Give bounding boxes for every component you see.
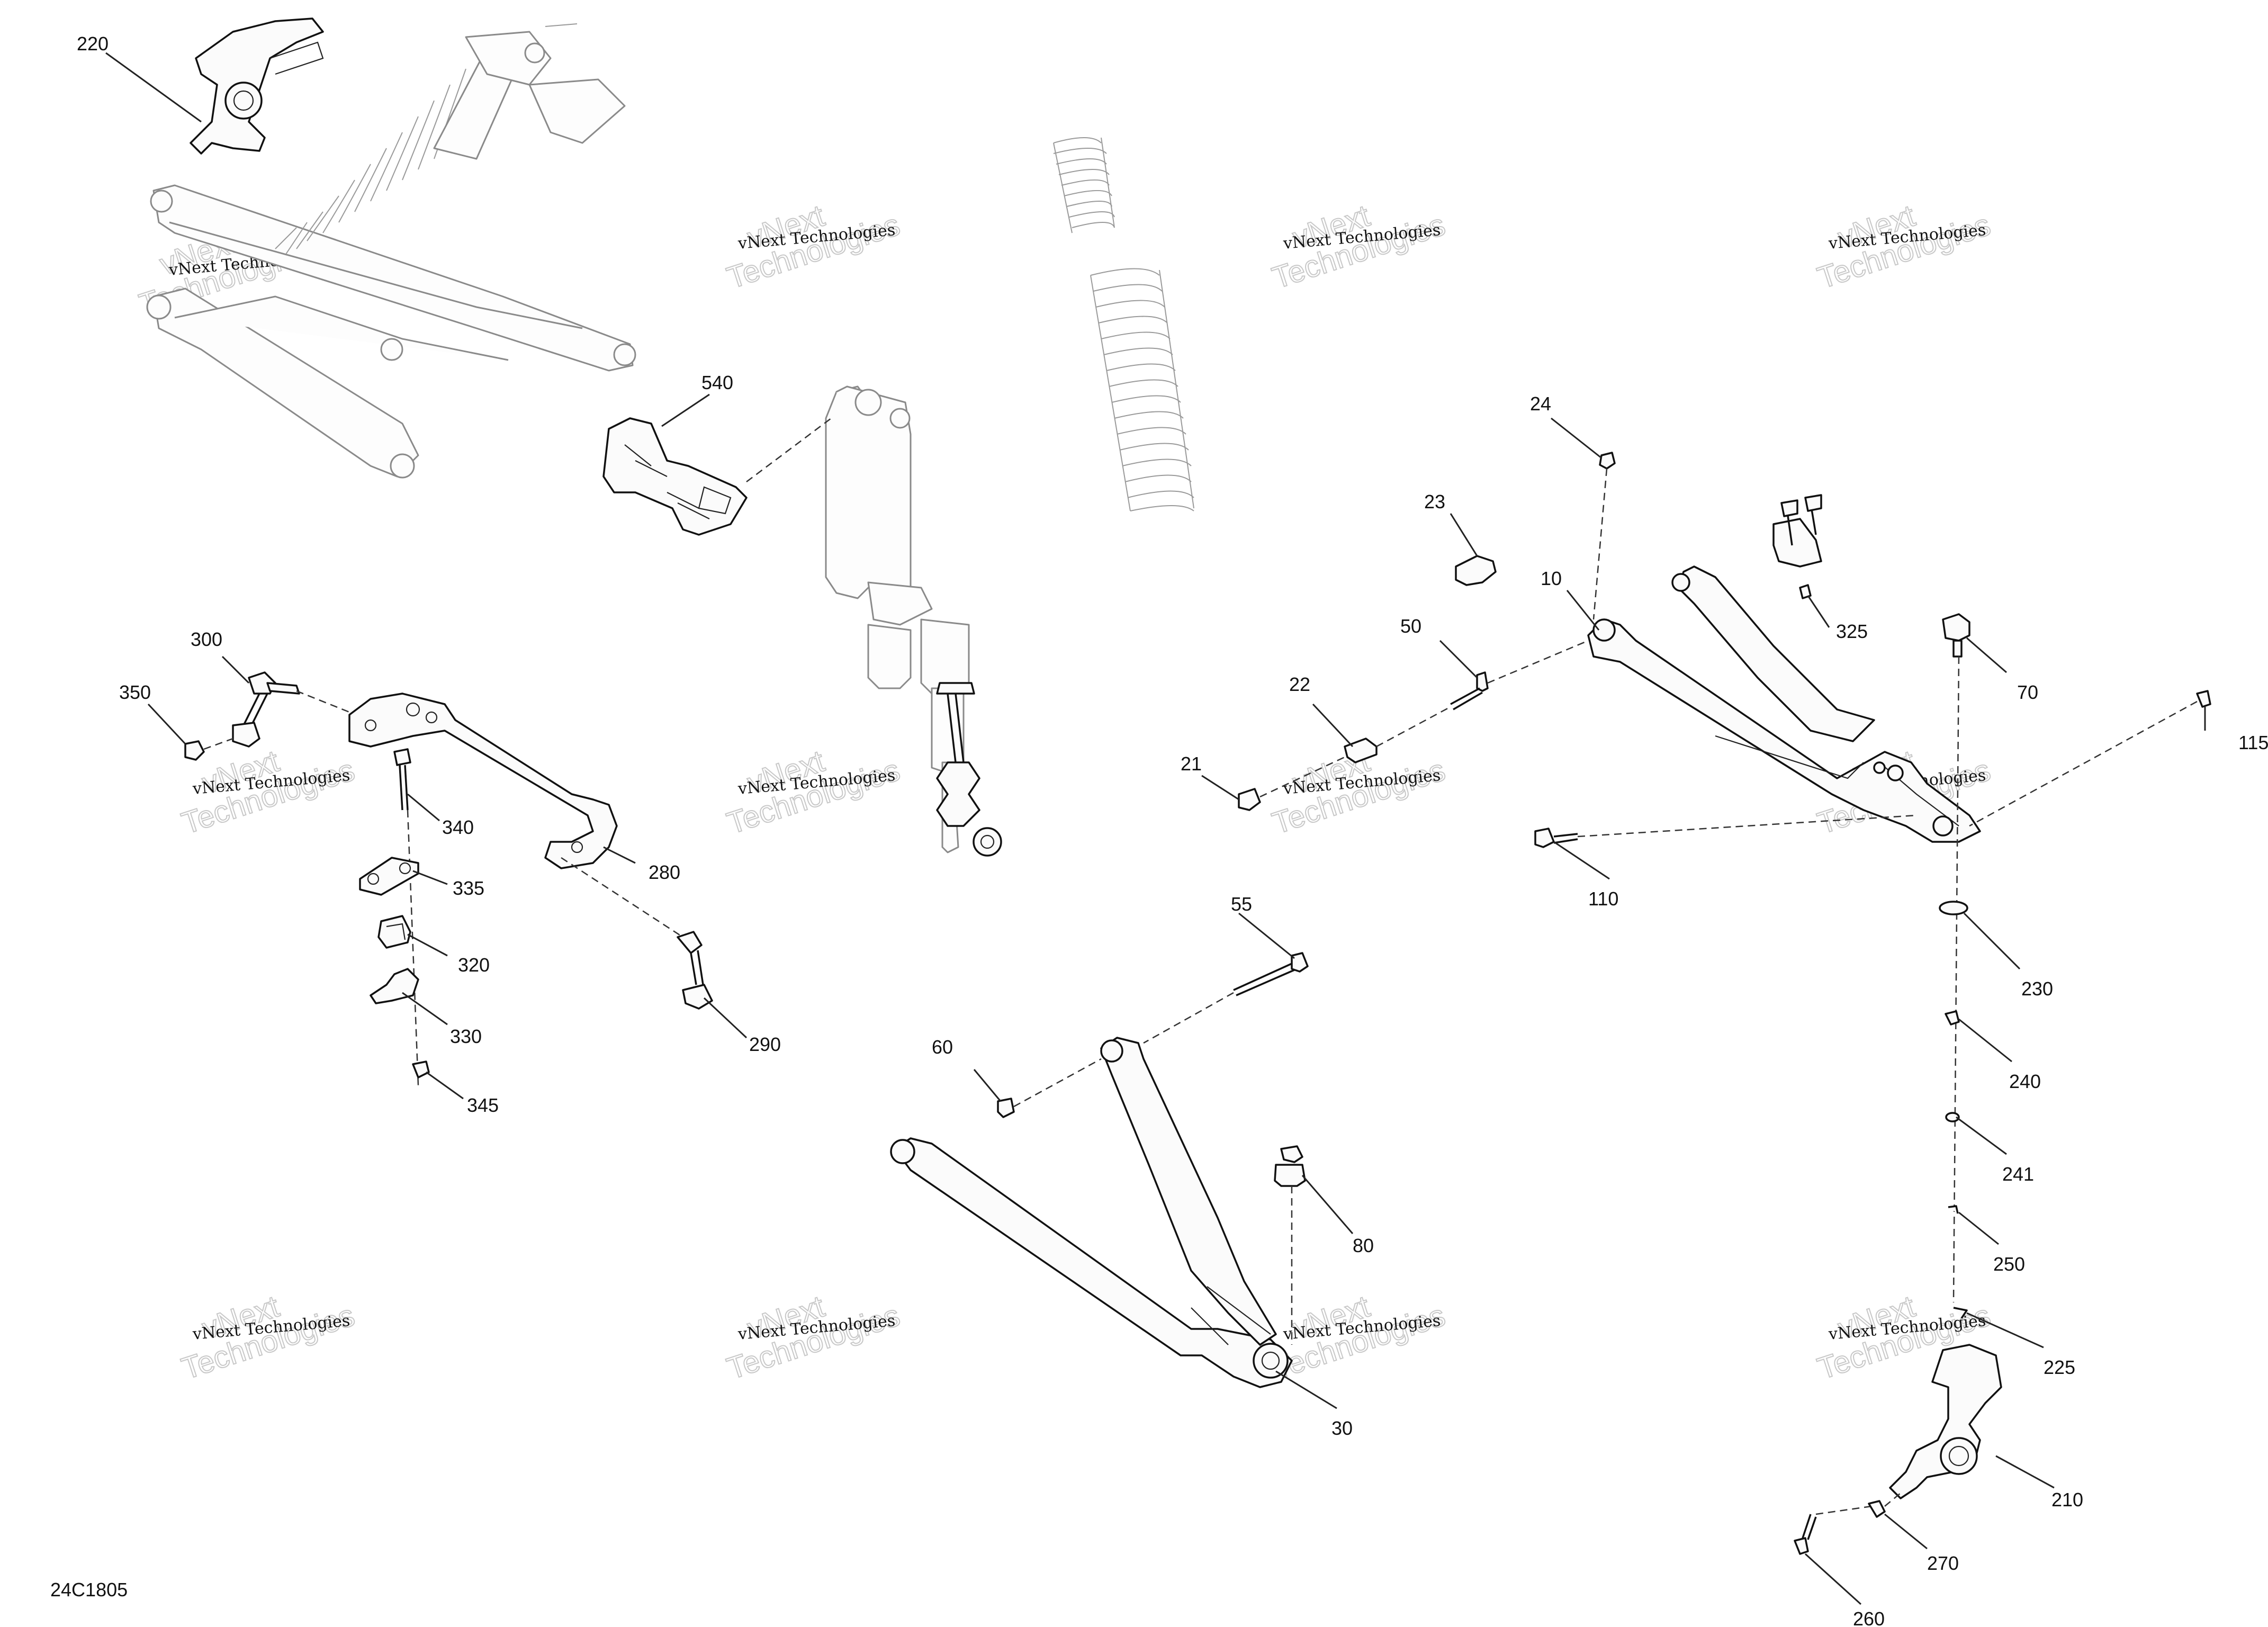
knuckle-220-ghost <box>190 17 324 155</box>
nut-21 <box>1238 788 1261 811</box>
callout-220: 220 <box>77 33 109 55</box>
callout-260: 260 <box>1853 1608 1885 1627</box>
coil-spring-small <box>1053 137 1115 233</box>
callout-241: 241 <box>2002 1163 2034 1185</box>
ghost-suspension-assembly <box>146 23 636 479</box>
bracket-23 <box>1455 555 1497 586</box>
callout-290: 290 <box>749 1033 781 1055</box>
shock-absorber <box>825 385 1002 857</box>
callout-540: 540 <box>701 372 733 393</box>
washer-241 <box>1945 1112 1960 1122</box>
callout-250: 250 <box>1993 1253 2025 1275</box>
callout-55: 55 <box>1231 893 1252 915</box>
callout-300: 300 <box>191 628 222 650</box>
callout-21: 21 <box>1181 753 1202 775</box>
callout-110: 110 <box>1588 888 1618 910</box>
leader-lines <box>105 52 2206 1605</box>
callout-270: 270 <box>1927 1552 1959 1574</box>
ball-joint-80 <box>1274 1145 1306 1345</box>
bolt-55 <box>1143 952 1309 1044</box>
bolt-325 <box>1772 494 1822 599</box>
callout-210: 210 <box>2051 1489 2083 1511</box>
callout-50: 50 <box>1400 615 1421 637</box>
callout-80: 80 <box>1353 1235 1374 1256</box>
callout-24: 24 <box>1530 393 1551 415</box>
nut-240 <box>1945 1010 1960 1026</box>
callout-22: 22 <box>1289 673 1310 695</box>
callout-320: 320 <box>458 954 490 976</box>
sleeve-22 <box>1344 738 1378 763</box>
callout-30: 30 <box>1331 1417 1353 1439</box>
pin-250 <box>1948 1205 1959 1214</box>
callout-60: 60 <box>932 1036 953 1058</box>
callout-225: 225 <box>2044 1356 2075 1378</box>
nut-60 <box>997 1098 1015 1118</box>
callout-70: 70 <box>2017 681 2038 703</box>
callout-335: 335 <box>453 877 484 899</box>
callout-230: 230 <box>2021 978 2053 1000</box>
lower-a-arm-30 <box>890 1037 1293 1388</box>
callout-280: 280 <box>649 861 680 883</box>
nut-24 <box>1599 452 1616 470</box>
bolt-260 <box>1794 1505 1872 1555</box>
clip-225 <box>1953 1307 1968 1319</box>
knuckle-210 <box>1889 1344 2002 1499</box>
ball-joint-70 <box>1942 613 1970 1303</box>
bracket-540 <box>602 417 832 536</box>
nut-115 <box>2196 690 2211 708</box>
bolt-50 <box>1450 640 1589 711</box>
callout-330: 330 <box>450 1026 482 1047</box>
callout-340: 340 <box>442 816 474 838</box>
callout-325: 325 <box>1836 621 1868 642</box>
bolt-110 <box>1534 814 1917 848</box>
coil-spring-large <box>1090 268 1194 511</box>
callout-115: 115 <box>2238 732 2268 753</box>
stabilizer-bar-assembly <box>184 671 713 1086</box>
callout-10: 10 <box>1541 568 1562 589</box>
nut-270 <box>1868 1500 1886 1518</box>
callout-240: 240 <box>2009 1071 2041 1092</box>
callout-350: 350 <box>119 681 151 703</box>
callout-labels: 220 540 300 350 340 280 335 320 330 345 … <box>77 33 2268 1627</box>
callout-23: 23 <box>1424 491 1445 513</box>
callout-345: 345 <box>467 1094 499 1116</box>
ring-230 <box>1939 901 1968 915</box>
drawing-number: 24C1805 <box>50 1579 128 1601</box>
upper-a-arm-10 <box>1587 565 1981 843</box>
